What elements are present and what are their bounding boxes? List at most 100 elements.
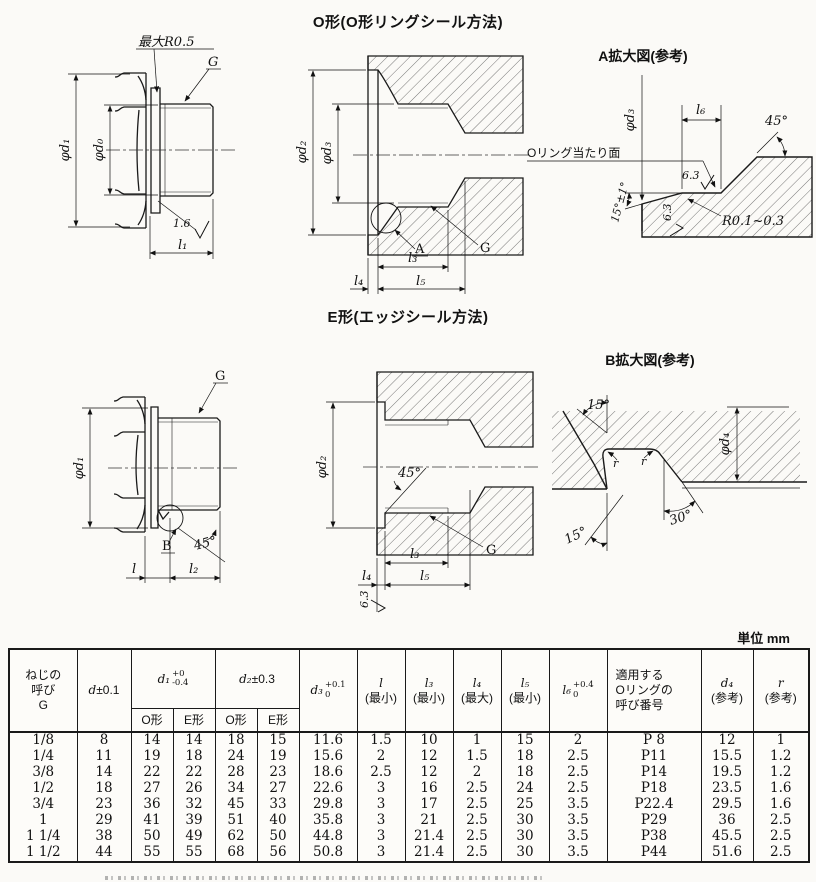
l6-label: l₆	[696, 103, 705, 118]
table-cell: 3/8	[8, 765, 78, 781]
table-cell: P14	[606, 765, 702, 781]
phi-d3-label: φd₃	[320, 142, 335, 165]
table-cell: 16	[404, 781, 454, 797]
surface-finish-symbol	[194, 220, 210, 240]
table-cell: 1.5	[356, 732, 406, 749]
col-r: r(参考)	[752, 648, 810, 733]
col-l: l(最小)	[356, 648, 406, 733]
table-cell: 3.5	[548, 845, 608, 862]
col-l5: l₅(最小)	[500, 648, 550, 733]
table-cell: 2.5	[452, 845, 502, 862]
phi-d1-label: φd₁	[72, 457, 87, 480]
table-cell: 45.5	[700, 829, 754, 845]
e-type-plug-side-view: G φd₁ B 45° l l₂	[72, 369, 240, 583]
table-cell: 18	[214, 732, 258, 749]
table-cell: 1.5	[452, 749, 502, 765]
d3-tol-bottom: 0	[324, 689, 331, 700]
table-cell: 44	[76, 845, 132, 862]
table-cell: P22.4	[606, 797, 702, 813]
table-cell: 19.5	[700, 765, 754, 781]
max-radius-label: 最大R0.5	[138, 35, 194, 50]
table-cell: 2.5	[548, 781, 608, 797]
deg15-top-label: 15°	[587, 398, 610, 413]
table-cell: 27	[256, 781, 300, 797]
table-cell: 3	[356, 829, 406, 845]
table-cell: 3.5	[548, 797, 608, 813]
surface-finish-symbol	[370, 599, 387, 613]
table-cell: 1 1/2	[8, 845, 78, 862]
table-cell: 1/4	[8, 749, 78, 765]
table-cell: 27	[130, 781, 174, 797]
table-cell: P18	[606, 781, 702, 797]
col-thread-size: ねじの 呼び G	[8, 648, 78, 733]
table-cell: 34	[214, 781, 258, 797]
table-cell: 3.5	[548, 813, 608, 829]
subcol-d2-e: E形	[256, 708, 300, 733]
thread-label: G	[480, 241, 490, 256]
table-cell: 18	[76, 781, 132, 797]
d3-tol-top: +0.1	[324, 680, 346, 691]
table-cell: 2	[356, 749, 406, 765]
o-type-plug-side-view: 最大R0.5 G φd₁ φd₀ 1.6 l₁	[58, 35, 236, 259]
d2-tolerance: ±0.3	[251, 671, 275, 686]
table-cell: 25	[500, 797, 550, 813]
l3-symbol: l₃	[424, 675, 434, 690]
table-cell: 1	[452, 732, 502, 749]
l4-label: l₄	[362, 569, 371, 584]
table-cell: 17	[404, 797, 454, 813]
l4-symbol: l₄	[472, 675, 482, 690]
table-cell: P44	[606, 845, 702, 862]
table-cell: 14	[172, 732, 216, 749]
table-cell: 15.6	[298, 749, 358, 765]
table-cell: 22.6	[298, 781, 358, 797]
r-right-label: r	[641, 455, 647, 468]
l3-label: l₃	[410, 547, 419, 562]
l1-label: l₁	[178, 238, 187, 253]
table-cell: 50.8	[298, 845, 358, 862]
d1-tol-top: +0	[172, 668, 185, 679]
l2-label: l₂	[189, 562, 198, 577]
phi-d1-label: φd₁	[58, 139, 73, 162]
o-type-title: O形(O形リングシール方法)	[312, 14, 504, 31]
table-cell: 51	[214, 813, 258, 829]
table-cell: 1/2	[8, 781, 78, 797]
l4-label: l₄	[354, 274, 363, 289]
table-cell: 2.5	[452, 797, 502, 813]
l4-qualifier: (最大)	[461, 690, 494, 705]
table-cell: 3	[356, 813, 406, 829]
table-cell: 2.5	[752, 813, 810, 829]
l5-symbol: l₅	[520, 675, 530, 690]
l5-label: l₅	[416, 274, 426, 289]
o-type-hole-section: φd₂ φd₃ A G l₃ l₄ l₅	[295, 55, 530, 294]
table-cell: 36	[700, 813, 754, 829]
table-cell: 2.5	[452, 829, 502, 845]
table-cell: 1.6	[752, 797, 810, 813]
l-label: l	[132, 562, 136, 577]
table-cell: 8	[76, 732, 132, 749]
col-oring-number: 適用する Oリングの 呼び番号	[606, 648, 702, 733]
table-cell: 11.6	[298, 732, 358, 749]
d3-symbol: d₃	[310, 683, 323, 697]
detail-a-label: A	[414, 242, 425, 257]
table-cell: 68	[214, 845, 258, 862]
table-cell: 3	[356, 797, 406, 813]
table-cell: 51.6	[700, 845, 754, 862]
phi-d0-label: φd₀	[92, 138, 107, 161]
table-cell: 22	[172, 765, 216, 781]
unit-label: 単位 mm	[737, 631, 790, 646]
l5-qualifier: (最小)	[509, 690, 542, 705]
table-cell: 55	[172, 845, 216, 862]
table-cell: 55	[130, 845, 174, 862]
table-cell: 1	[8, 813, 78, 829]
oring-face-label: Oリング当たり面	[527, 146, 620, 160]
phi-d2-label: φd₂	[315, 456, 330, 479]
table-cell: 29.8	[298, 797, 358, 813]
table-cell: 24	[500, 781, 550, 797]
table-cell: 24	[214, 749, 258, 765]
d1-symbol: d₁	[157, 671, 171, 686]
table-cell: 15.5	[700, 749, 754, 765]
